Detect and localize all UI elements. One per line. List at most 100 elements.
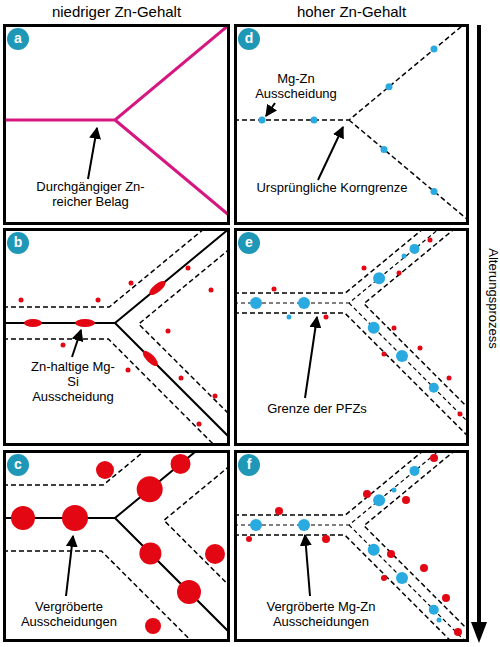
callout-text: Grenze der PFZs: [257, 401, 377, 416]
precipitate: [386, 83, 393, 90]
mg-si-precipitates: [272, 238, 463, 417]
micrograph-panel: Mg-Zn AusscheidungUrsprüngliche Korngren…: [234, 24, 469, 225]
micrograph-panel: Vergröberte Mg-Zn Ausscheidungenf: [234, 450, 469, 642]
precipitate: [430, 454, 438, 462]
precipitate: [382, 352, 387, 357]
grain-boundary-sketch: [3, 445, 243, 647]
precipitate: [186, 266, 191, 271]
pfz-boundary: [234, 450, 484, 647]
precipitate: [177, 580, 201, 604]
callout-text: Ursprüngliche Korngrenze: [247, 180, 417, 195]
precipitate: [179, 376, 184, 381]
precipitate: [373, 494, 385, 506]
precipitate: [381, 575, 387, 581]
precipitate: [387, 550, 395, 558]
precipitate: [458, 412, 463, 417]
leader-arrow: [266, 103, 275, 116]
precipitate: [363, 490, 371, 498]
panel-letter: a: [7, 28, 29, 50]
precipitate: [392, 326, 397, 331]
precipitate: [396, 572, 408, 584]
precipitate: [213, 394, 218, 399]
badge-circle: [238, 454, 260, 476]
precipitate: [126, 368, 131, 373]
grain-boundary-sketch: [3, 228, 243, 474]
precipitate: [373, 272, 385, 284]
precipitate: [166, 329, 171, 334]
precipitate: [368, 544, 380, 556]
callout-text: Durchgängiger Zn-reicher Belag: [28, 179, 153, 209]
grain-boundary-sketch: [234, 21, 474, 225]
precipitate: [429, 605, 439, 615]
grain-boundary-sketch: [234, 450, 484, 647]
callout-text: Vergröberte Ausscheidungen: [14, 599, 124, 629]
precipitate: [272, 287, 277, 292]
precipitate: [62, 505, 88, 531]
panel-letter: e: [238, 232, 260, 254]
precipitate: [171, 454, 191, 474]
column-heading: hoher Zn-Gehalt: [234, 3, 469, 20]
precipitate: [19, 298, 24, 303]
precipitate: [246, 536, 252, 542]
precipitate: [287, 315, 292, 320]
mg-zn-precipitates: [250, 244, 439, 393]
precipitate: [197, 422, 202, 427]
panel-letter-text: a: [7, 28, 29, 50]
precipitate: [141, 349, 161, 369]
micrograph-panel: Vergröberte Ausscheidungen c: [3, 450, 230, 642]
precipitate: [209, 288, 214, 293]
panel-letter: b: [7, 232, 29, 254]
original-boundary: [234, 228, 484, 438]
micrograph-panel: Zn-haltige Mg-Si Ausscheidung b: [3, 228, 230, 446]
panel-letter-text: f: [238, 454, 260, 476]
precipitate: [402, 254, 407, 259]
precipitate: [139, 542, 161, 564]
leader-arrow: [72, 330, 81, 357]
pfz-boundary: [3, 450, 230, 641]
precipitate: [11, 506, 35, 530]
panel-letter: d: [238, 28, 260, 50]
micrograph-panel: Grenze der PFZs e: [234, 228, 469, 446]
precipitate: [418, 346, 423, 351]
precipitate: [275, 507, 283, 515]
grain-boundary-sketch: [3, 24, 230, 216]
precipitate: [311, 117, 318, 124]
precipitate: [410, 244, 420, 254]
precipitate: [259, 117, 266, 124]
precipitate: [410, 466, 420, 476]
mg-zn-precipitates: [259, 46, 438, 195]
precipitate: [381, 146, 388, 153]
callout-text: Zn-haltige Mg-Si Ausscheidung: [28, 359, 118, 404]
precipitate: [420, 564, 428, 572]
panel-letter: c: [7, 454, 29, 476]
precipitate: [96, 298, 101, 303]
mg-si-precipitates: [19, 266, 218, 427]
badge-circle: [238, 28, 260, 50]
precipitate: [447, 376, 452, 381]
micrograph-panel: Durchgängiger Zn-reicher Belag a: [3, 24, 230, 225]
badge-circle: [7, 28, 29, 50]
precipitate: [428, 238, 433, 243]
zn-film: [3, 24, 230, 216]
badge-circle: [7, 454, 29, 476]
pfz-boundary: [3, 228, 243, 474]
process-label: Alterungsprozess: [486, 229, 500, 369]
precipitate: [442, 594, 450, 602]
pfz-boundary: [234, 228, 484, 452]
precipitate: [75, 319, 95, 327]
precipitate: [402, 496, 410, 504]
leader-arrow: [318, 127, 343, 180]
precipitate: [362, 266, 367, 271]
mg-si-precipitates: [246, 454, 462, 636]
precipitate: [322, 535, 330, 543]
grain-boundary: [3, 445, 243, 647]
leader-arrow: [305, 317, 317, 398]
leader-arrow: [88, 128, 97, 179]
precipitate: [147, 279, 168, 298]
precipitate: [24, 319, 42, 327]
panel-letter: f: [238, 454, 260, 476]
precipitate: [368, 322, 380, 334]
process-arrow-head: [471, 622, 487, 643]
precipitate: [137, 476, 163, 502]
